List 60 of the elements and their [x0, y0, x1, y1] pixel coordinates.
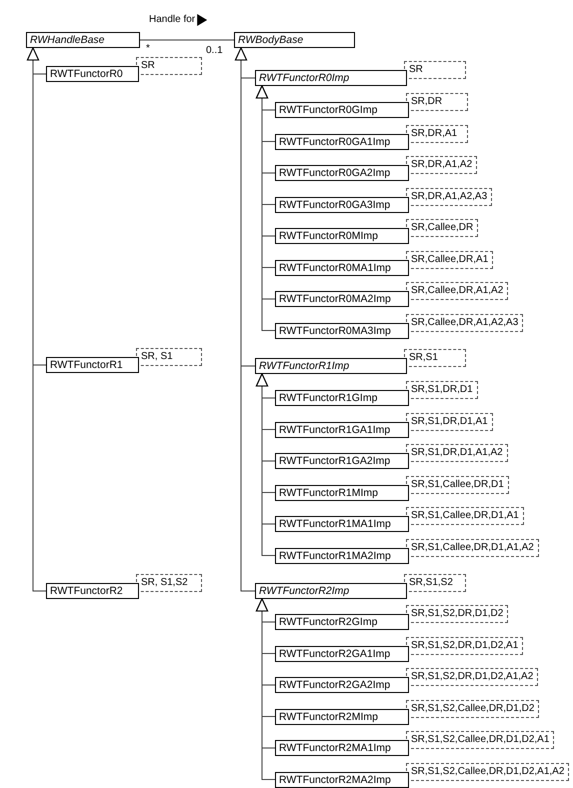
abstract-class-box: RWTFunctorR2Imp: [255, 583, 407, 599]
class-box: RWTFunctorR0GA1Imp: [275, 134, 409, 150]
template-parameter-box: SR: [136, 57, 202, 75]
generalization-arrow: [256, 374, 276, 556]
template-parameter-box: SR,Callee,DR,A1,A2: [406, 282, 508, 300]
abstract-class-box: RWHandleBase: [26, 32, 140, 48]
class-box: RWTFunctorR0MA2Imp: [275, 291, 409, 307]
template-parameter-box: SR,S1,DR,D1,A1,A2: [406, 444, 508, 462]
class-box: RWTFunctorR2GA2Imp: [275, 677, 409, 693]
template-parameter-box: SR,S1,S2: [404, 574, 466, 592]
template-parameter-box: SR,DR: [406, 93, 468, 111]
class-box: RWTFunctorR0GA2Imp: [275, 165, 409, 181]
template-parameter-box: SR,S1,S2,Callee,DR,D1,D2,A1,A2: [406, 762, 570, 780]
template-parameter-box: SR,DR,A1,A2,A3: [406, 188, 492, 206]
template-parameter-box: SR,S1,Callee,DR,D1: [406, 476, 509, 494]
class-box: RWTFunctorR1: [46, 357, 139, 373]
class-box: RWTFunctorR2MA1Imp: [275, 740, 409, 756]
class-box: RWTFunctorR2MImp: [275, 708, 409, 724]
abstract-class-box: RWTFunctorR1Imp: [255, 358, 407, 374]
class-box: RWTFunctorR0MA3Imp: [275, 322, 409, 338]
abstract-class-box: RWTFunctorR0Imp: [255, 70, 407, 86]
class-box: RWTFunctorR1MA2Imp: [275, 548, 409, 564]
class-box: RWTFunctorR1GA1Imp: [275, 422, 409, 438]
class-box: RWTFunctorR0MImp: [275, 228, 409, 244]
class-box: RWTFunctorR2GA1Imp: [275, 646, 409, 662]
template-parameter-box: SR,S1,S2,DR,D1,D2,A1: [406, 636, 524, 654]
generalization-arrow: [27, 48, 46, 592]
class-box: RWTFunctorR2GImp: [275, 614, 409, 630]
template-parameter-box: SR,S1,S2,Callee,DR,D1,D2,A1: [406, 731, 554, 749]
multiplicity-label: *: [146, 43, 150, 55]
template-parameter-box: SR,S1,DR,D1: [406, 381, 478, 399]
template-parameter-box: SR,S1: [404, 349, 466, 367]
abstract-class-box: RWBodyBase: [234, 32, 355, 48]
class-box: RWTFunctorR0GImp: [275, 102, 409, 118]
template-parameter-box: SR, S1: [136, 348, 202, 366]
class-box: RWTFunctorR0GA3Imp: [275, 196, 409, 212]
class-box: RWTFunctorR1GA2Imp: [275, 453, 409, 469]
class-box: RWTFunctorR1MA1Imp: [275, 516, 409, 532]
template-parameter-box: SR,Callee,DR: [406, 219, 478, 237]
template-parameter-box: SR,S1,Callee,DR,D1,A1,A2: [406, 538, 539, 556]
class-box: RWTFunctorR2: [46, 583, 139, 599]
template-parameter-box: SR,S1,S2,DR,D1,D2: [406, 605, 508, 623]
template-parameter-box: SR,DR,A1,A2: [406, 156, 478, 174]
generalization-arrow: [256, 598, 276, 780]
template-parameter-box: SR: [404, 61, 466, 79]
generalization-arrow: [235, 48, 256, 592]
class-box: RWTFunctorR2MA2Imp: [275, 772, 409, 788]
template-parameter-box: SR,S1,DR,D1,A1: [406, 412, 493, 430]
class-box: RWTFunctorR0MA1Imp: [275, 260, 409, 276]
class-box: RWTFunctorR1GImp: [275, 390, 409, 406]
template-parameter-box: SR,DR,A1: [406, 124, 468, 142]
class-box: RWTFunctorR0: [46, 66, 139, 82]
template-parameter-box: SR,S1,Callee,DR,D1,A1: [406, 507, 524, 525]
template-parameter-box: SR,S1,S2,Callee,DR,D1,D2: [406, 700, 540, 718]
template-parameter-box: SR, S1,S2: [136, 574, 202, 592]
template-parameter-box: SR,Callee,DR,A1,A2,A3: [406, 314, 524, 332]
multiplicity-label: 0..1: [206, 45, 223, 57]
class-box: RWTFunctorR1MImp: [275, 484, 409, 500]
template-parameter-box: SR,S1,S2,DR,D1,D2,A1,A2: [406, 668, 538, 686]
template-parameter-box: SR,Callee,DR,A1: [406, 250, 494, 268]
